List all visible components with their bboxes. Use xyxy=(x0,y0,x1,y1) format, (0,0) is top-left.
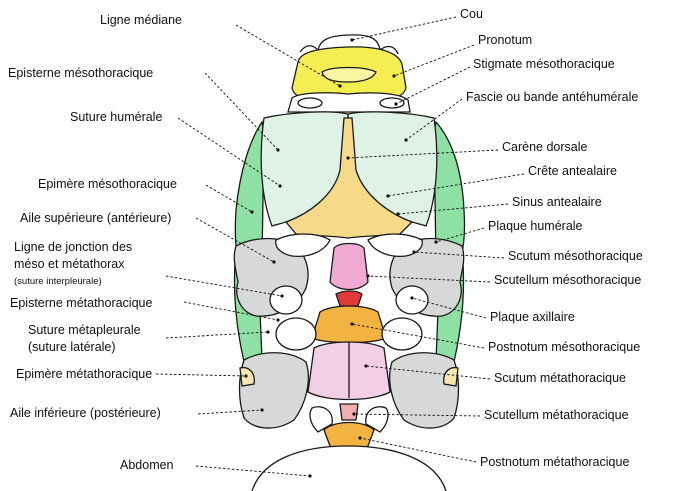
label-carene: Carène dorsale xyxy=(502,140,588,154)
white-sclerite-3 xyxy=(269,285,303,315)
label-plaque-axillaire: Plaque axillaire xyxy=(490,310,575,324)
leader-lines-left xyxy=(155,24,342,478)
cream-patch-right xyxy=(443,366,459,387)
label-sinus: Sinus antealaire xyxy=(512,195,602,209)
white-sclerite-2 xyxy=(381,317,423,351)
label-pronotum: Pronotum xyxy=(478,33,533,47)
white-meta-piece-l xyxy=(309,406,333,433)
label-aile-superieure: Aile supérieure (antérieure) xyxy=(20,211,172,225)
neck-spine-right xyxy=(379,45,399,55)
label-ligne-jonction-3: (suture interpleurale) xyxy=(14,276,102,287)
label-ligne-jonction-1: Ligne de jonction des xyxy=(14,240,133,254)
wing-base-meta-right xyxy=(389,352,460,429)
label-postnotum-meta: Postnotum métathoracique xyxy=(480,455,630,469)
label-scutellum-meta: Scutellum métathoracique xyxy=(484,408,629,422)
stigmate-left xyxy=(297,97,323,109)
label-aile-inferieure: Aile inférieure (postérieure) xyxy=(10,406,161,420)
wing-base-meta-left xyxy=(238,352,309,429)
white-sclerite-1 xyxy=(275,317,317,351)
postnotum-meso-shape xyxy=(311,305,387,344)
label-epimere-meta: Epimère métathoracique xyxy=(16,367,153,381)
label-abdomen: Abdomen xyxy=(120,458,174,472)
label-plaque-humerale: Plaque humérale xyxy=(488,219,583,233)
scutellum-meso-shape xyxy=(329,242,369,291)
label-suture-humerale: Suture humérale xyxy=(70,110,163,124)
label-scutellum-meso: Scutellum mésothoracique xyxy=(494,273,642,287)
leader-lines-right xyxy=(346,16,525,463)
label-cou: Cou xyxy=(460,7,483,21)
white-sclerite-4 xyxy=(395,285,429,315)
label-stigmate: Stigmate mésothoracique xyxy=(473,57,615,71)
scutellum-meta-shape xyxy=(339,403,359,421)
label-scutum-meso: Scutum mésothoracique xyxy=(508,249,643,263)
label-suture-metapleurale-1: Suture métapleurale xyxy=(28,323,141,337)
label-crete: Crête antealaire xyxy=(528,164,617,178)
label-epimere-meso: Epimère mésothoracique xyxy=(38,177,177,191)
label-postnotum-meso: Postnotum mésothoracique xyxy=(488,340,641,354)
label-suture-metapleurale-2: (suture latérale) xyxy=(28,340,116,354)
label-ligne-jonction-2: méso et métathorax xyxy=(14,257,125,271)
label-fascie: Fascie ou bande antéhumérale xyxy=(466,90,639,104)
neck-spine-left xyxy=(299,45,319,53)
stigmate-right xyxy=(379,97,405,109)
label-ligne-mediane: Ligne médiane xyxy=(100,13,183,27)
carina xyxy=(284,117,414,239)
label-episterne-meso: Episterne mésothoracique xyxy=(8,66,154,80)
label-scutum-meta: Scutum métathoracique xyxy=(494,371,627,385)
humeral-plate-left xyxy=(275,233,331,258)
abdomen-shape xyxy=(251,445,447,491)
label-episterne-meta: Episterne métathoracique xyxy=(10,296,153,310)
humeral-plate-right xyxy=(367,233,423,258)
red-junction xyxy=(335,290,363,307)
